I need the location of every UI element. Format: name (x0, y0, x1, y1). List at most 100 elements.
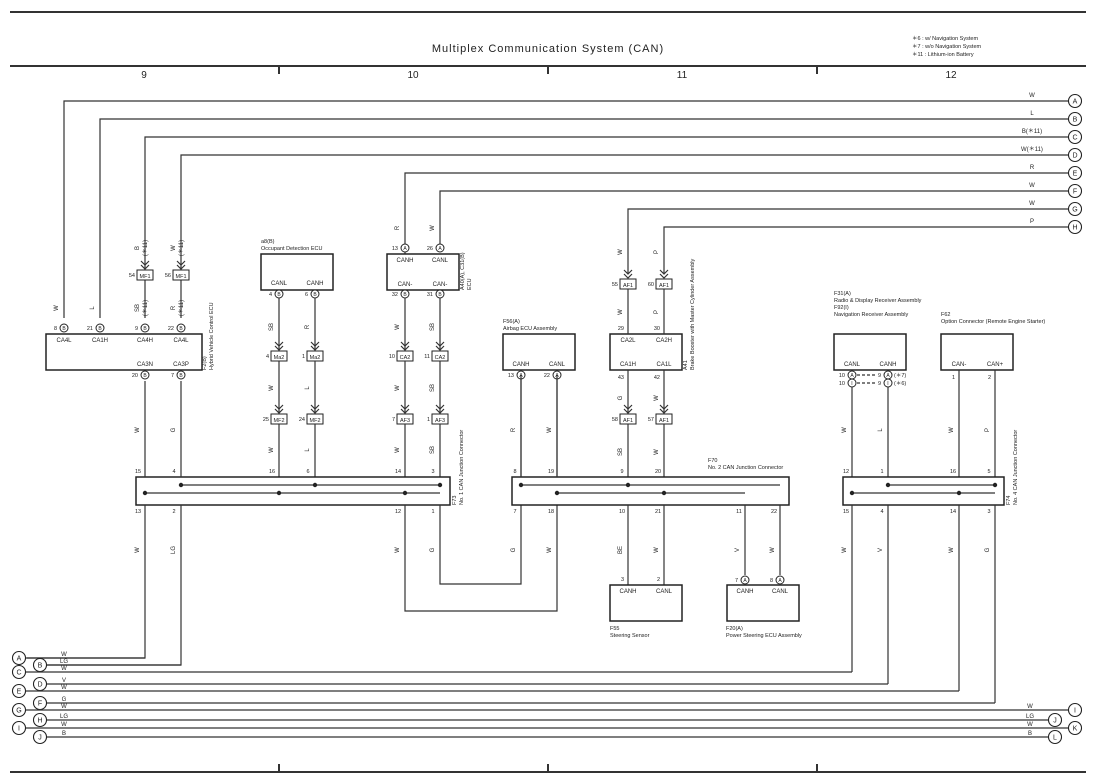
connector-label: MF1 (176, 274, 187, 280)
pin-name: CA2L (620, 338, 636, 344)
terminal-id: C (16, 670, 21, 677)
connector-pin-marker (95, 323, 105, 333)
connector-pin-marker (176, 370, 186, 380)
splice-point (312, 482, 318, 488)
connector-pin-marker (775, 575, 785, 585)
wire-color-label: SB (430, 323, 436, 331)
pin-number: 19 (548, 469, 554, 475)
component-code: F70 (708, 458, 717, 464)
pin-number: 10 (619, 509, 625, 515)
connector-chevron (659, 269, 669, 275)
splice-point (178, 482, 184, 488)
terminal-id: I (18, 726, 20, 733)
wire-color-label: SB (135, 304, 141, 312)
pin-number: 8 (770, 578, 773, 584)
pin-number: 4 (880, 509, 883, 515)
column-number: 12 (945, 70, 957, 81)
pin-name: CANL (271, 281, 288, 287)
junction-connector-f70 (511, 476, 790, 506)
connector-chevron (176, 260, 186, 266)
pin-number: 10 (839, 381, 845, 387)
wire-terminal (11, 683, 27, 699)
junction-connector-f73 (135, 476, 451, 506)
wire-color-label: G (985, 547, 991, 552)
pin-number: 13 (392, 246, 398, 252)
pin-name: CA1L (656, 362, 672, 368)
component-code: F56(A) (503, 319, 520, 325)
wire-color-label: B (135, 246, 141, 250)
wire-color-label: W (1029, 93, 1035, 99)
connector-label: CA2 (400, 355, 411, 361)
wire-color-label: SB (430, 446, 436, 454)
connector-chevron (400, 404, 410, 410)
connector-pin-marker (176, 323, 186, 333)
pin-number: 6 (306, 469, 309, 475)
connector-letter: A (850, 373, 854, 379)
connector-letter: B (438, 292, 442, 298)
pin-number: 32 (392, 292, 398, 298)
pin-number: 1 (302, 354, 305, 360)
component-code: F20(A) (726, 626, 743, 632)
inline-connector (136, 269, 154, 281)
pin-number: 7 (392, 417, 395, 423)
connector-label: CA2 (435, 355, 446, 361)
wire-color-label: (＊11) (178, 300, 185, 316)
wire-color-label: SB (618, 448, 624, 456)
pin-name: CANH (736, 589, 753, 595)
pin-number: 22 (168, 326, 174, 332)
wire-color-label: V (62, 678, 66, 684)
wire-terminal (1067, 183, 1083, 199)
wire-color-label: LG (171, 546, 177, 554)
splice-point (625, 482, 631, 488)
connector-chevron (435, 404, 445, 410)
wire-color-label: L (90, 306, 96, 310)
component-name: No. 4 CAN Junction Connector (1013, 430, 1019, 505)
column-number: 11 (677, 70, 688, 81)
edge-wire (663, 226, 1068, 273)
connector-pin-marker (140, 323, 150, 333)
wire-color-label: B(＊11) (1022, 128, 1042, 135)
pin-number: 2 (172, 509, 175, 515)
component-name: No. 1 CAN Junction Connector (459, 430, 465, 505)
component-code: F55 (610, 626, 619, 632)
wire-color-label: P (654, 310, 660, 314)
wire-terminal (11, 702, 27, 718)
wire-color-label: G (62, 697, 67, 703)
note-line: ＊7 : w/o Navigation System (912, 43, 982, 50)
airbag-ecu (502, 333, 576, 371)
wire-color-label: W (395, 324, 401, 330)
wire-terminal (1067, 129, 1083, 145)
pin-number: 7 (513, 509, 516, 515)
wire-color-label: W (61, 652, 67, 658)
terminal-id: L (1053, 735, 1057, 742)
connector-pin-marker (435, 243, 445, 253)
pin-number: 21 (87, 326, 93, 332)
pin-name: CA2H (656, 338, 672, 344)
pin-name: CA4L (173, 338, 189, 344)
connector-letter: B (403, 292, 407, 298)
pin-number: 21 (655, 509, 661, 515)
terminal-id: F (38, 701, 42, 708)
wire-color-label: W (430, 225, 436, 231)
splice-point (518, 482, 524, 488)
brake-booster-assembly (609, 333, 683, 371)
edge-wire (27, 505, 146, 659)
pin-number: 20 (655, 469, 661, 475)
component-code: A41 (683, 360, 689, 370)
wire (439, 375, 522, 585)
wire-terminal (32, 729, 48, 745)
splice-point (885, 482, 891, 488)
pin-number: 8 (513, 469, 516, 475)
wire-terminal (11, 720, 27, 736)
variant-mark: (＊7) (894, 372, 906, 379)
pin-number: 54 (129, 273, 135, 279)
wire-terminal (1067, 165, 1083, 181)
column-number: 10 (407, 70, 419, 81)
terminal-id: D (37, 682, 42, 689)
pin-number: 2 (988, 375, 991, 381)
edge-wire (46, 505, 182, 666)
connector-chevron (274, 404, 284, 410)
option-connector (940, 333, 1014, 371)
wire-color-label: G (171, 427, 177, 432)
